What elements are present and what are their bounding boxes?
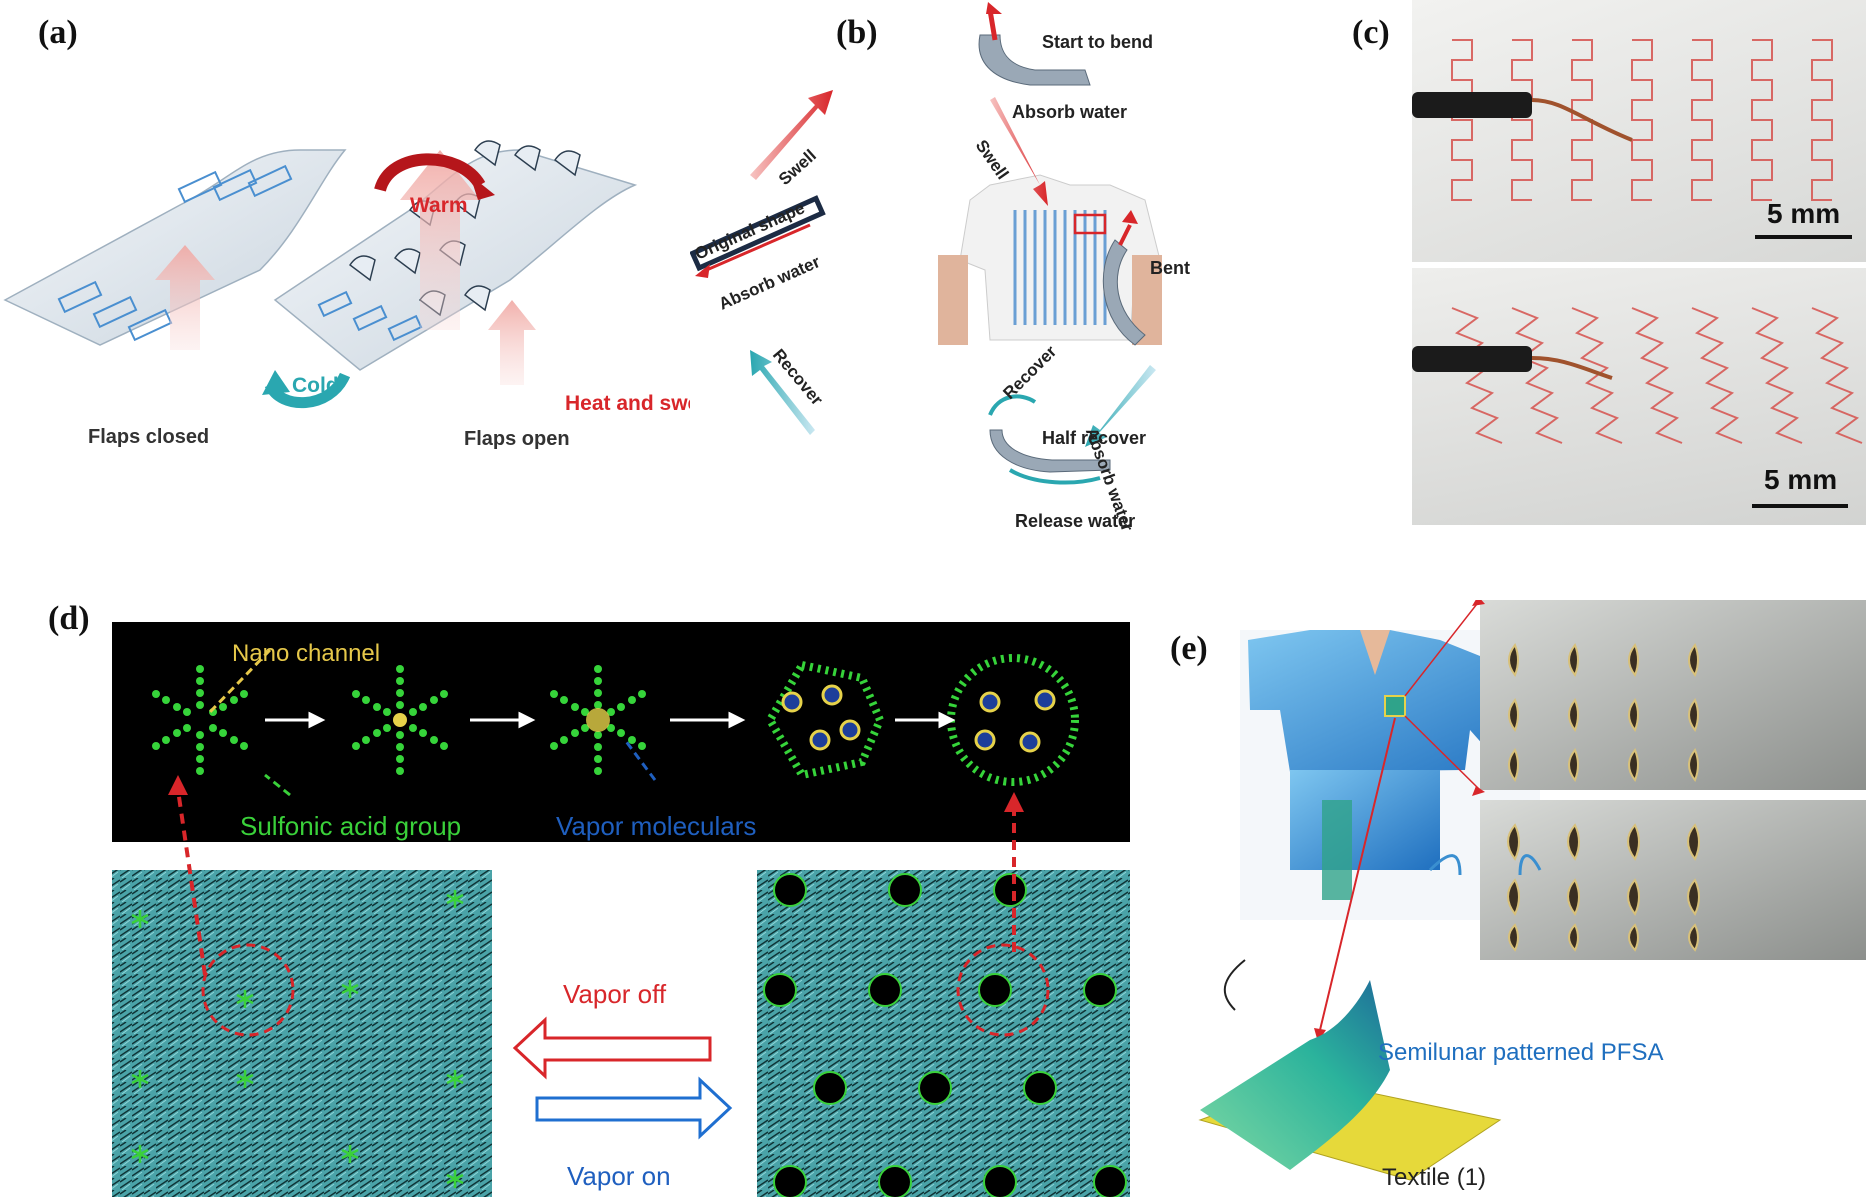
vapor-off-arrow bbox=[512, 1016, 712, 1080]
heat-sweat-label: Heat and sweat bbox=[565, 392, 690, 415]
fiber-image-right bbox=[757, 870, 1130, 1197]
cold-label: Cold bbox=[292, 374, 339, 397]
panel-e: (e) bbox=[1160, 600, 1866, 1197]
swell-arrow-right bbox=[990, 97, 1048, 206]
warm-label: Warm bbox=[410, 194, 468, 217]
panel-c-photo-top: 5 mm bbox=[1412, 0, 1866, 262]
heat-arrow-left bbox=[155, 245, 215, 350]
flaps-open-label: Flaps open bbox=[464, 428, 570, 450]
sulfonic-acid-label: Sulfonic acid group bbox=[240, 811, 461, 841]
recover-left-label: Recover bbox=[769, 345, 827, 409]
vapor-off-label: Vapor off bbox=[563, 979, 667, 1009]
heat-arrow-center bbox=[400, 150, 480, 330]
scale-bar-label-bottom: 5 mm bbox=[1764, 464, 1838, 495]
left-fabric-sheet bbox=[3, 149, 347, 346]
start-to-bend-label: Start to bend bbox=[1042, 32, 1153, 52]
panel-label-c: (c) bbox=[1352, 14, 1390, 51]
vapor-on-label: Vapor on bbox=[567, 1161, 671, 1191]
absorb-water-left-label: Absorb water bbox=[716, 252, 823, 314]
heat-arrow-right bbox=[488, 300, 536, 385]
panel-b: (b) bbox=[690, 0, 1210, 545]
recover-arrow-left bbox=[750, 350, 815, 435]
warm-arrow bbox=[374, 153, 486, 193]
nano-channel-label: Nano channel bbox=[232, 640, 380, 667]
fiber-image-left bbox=[112, 870, 492, 1197]
release-water-label: Release water bbox=[1015, 511, 1135, 531]
panel-label-b: (b) bbox=[836, 14, 878, 51]
panel-c-photo-bottom: 5 mm bbox=[1412, 268, 1866, 525]
flaps-closed-label: Flaps closed bbox=[88, 426, 209, 448]
bent-label: Bent bbox=[1150, 258, 1190, 278]
vapor-moleculars-label: Vapor moleculars bbox=[556, 811, 756, 841]
semilunar-label: Semilunar patterned PFSA bbox=[1378, 1039, 1663, 1066]
vapor-on-arrow bbox=[535, 1076, 733, 1140]
panel-c: (c) 5 mm bbox=[1350, 0, 1866, 530]
swell-left-label: Swell bbox=[775, 146, 820, 189]
recover-right-label: Recover bbox=[999, 342, 1060, 403]
semilunar-photo-top bbox=[1480, 600, 1866, 790]
panel-label-e: (e) bbox=[1170, 630, 1208, 667]
scale-bar-label-top: 5 mm bbox=[1767, 198, 1841, 229]
panel-b-illustration: Start to bend Absorb water Swell Swell B… bbox=[690, 2, 1190, 534]
recover-arrow-right bbox=[1085, 365, 1156, 447]
panel-a-illustration: Warm Cold Flaps closed Flaps open Heat a… bbox=[3, 140, 690, 450]
panel-e-illustration: Semilunar patterned PFSA Textile (1) bbox=[1198, 600, 1866, 1191]
swell-arrow-left bbox=[750, 90, 833, 180]
semilunar-photo-bottom bbox=[1480, 800, 1866, 960]
original-shape-label: Original shape bbox=[692, 198, 808, 263]
panel-d-illustration: Nano channel Sulfonic acid group Vapor m… bbox=[112, 640, 1130, 1197]
panel-label-a: (a) bbox=[38, 14, 78, 51]
panel-d: (d) bbox=[0, 590, 1130, 1197]
panel-a: (a) bbox=[0, 0, 690, 470]
panel-label-d: (d) bbox=[48, 600, 90, 637]
absorb-water-top-label: Absorb water bbox=[1012, 102, 1127, 122]
swell-right-label: Swell bbox=[972, 136, 1012, 183]
textile-label: Textile (1) bbox=[1382, 1164, 1486, 1191]
half-recover-label: Half recover bbox=[1042, 428, 1146, 448]
